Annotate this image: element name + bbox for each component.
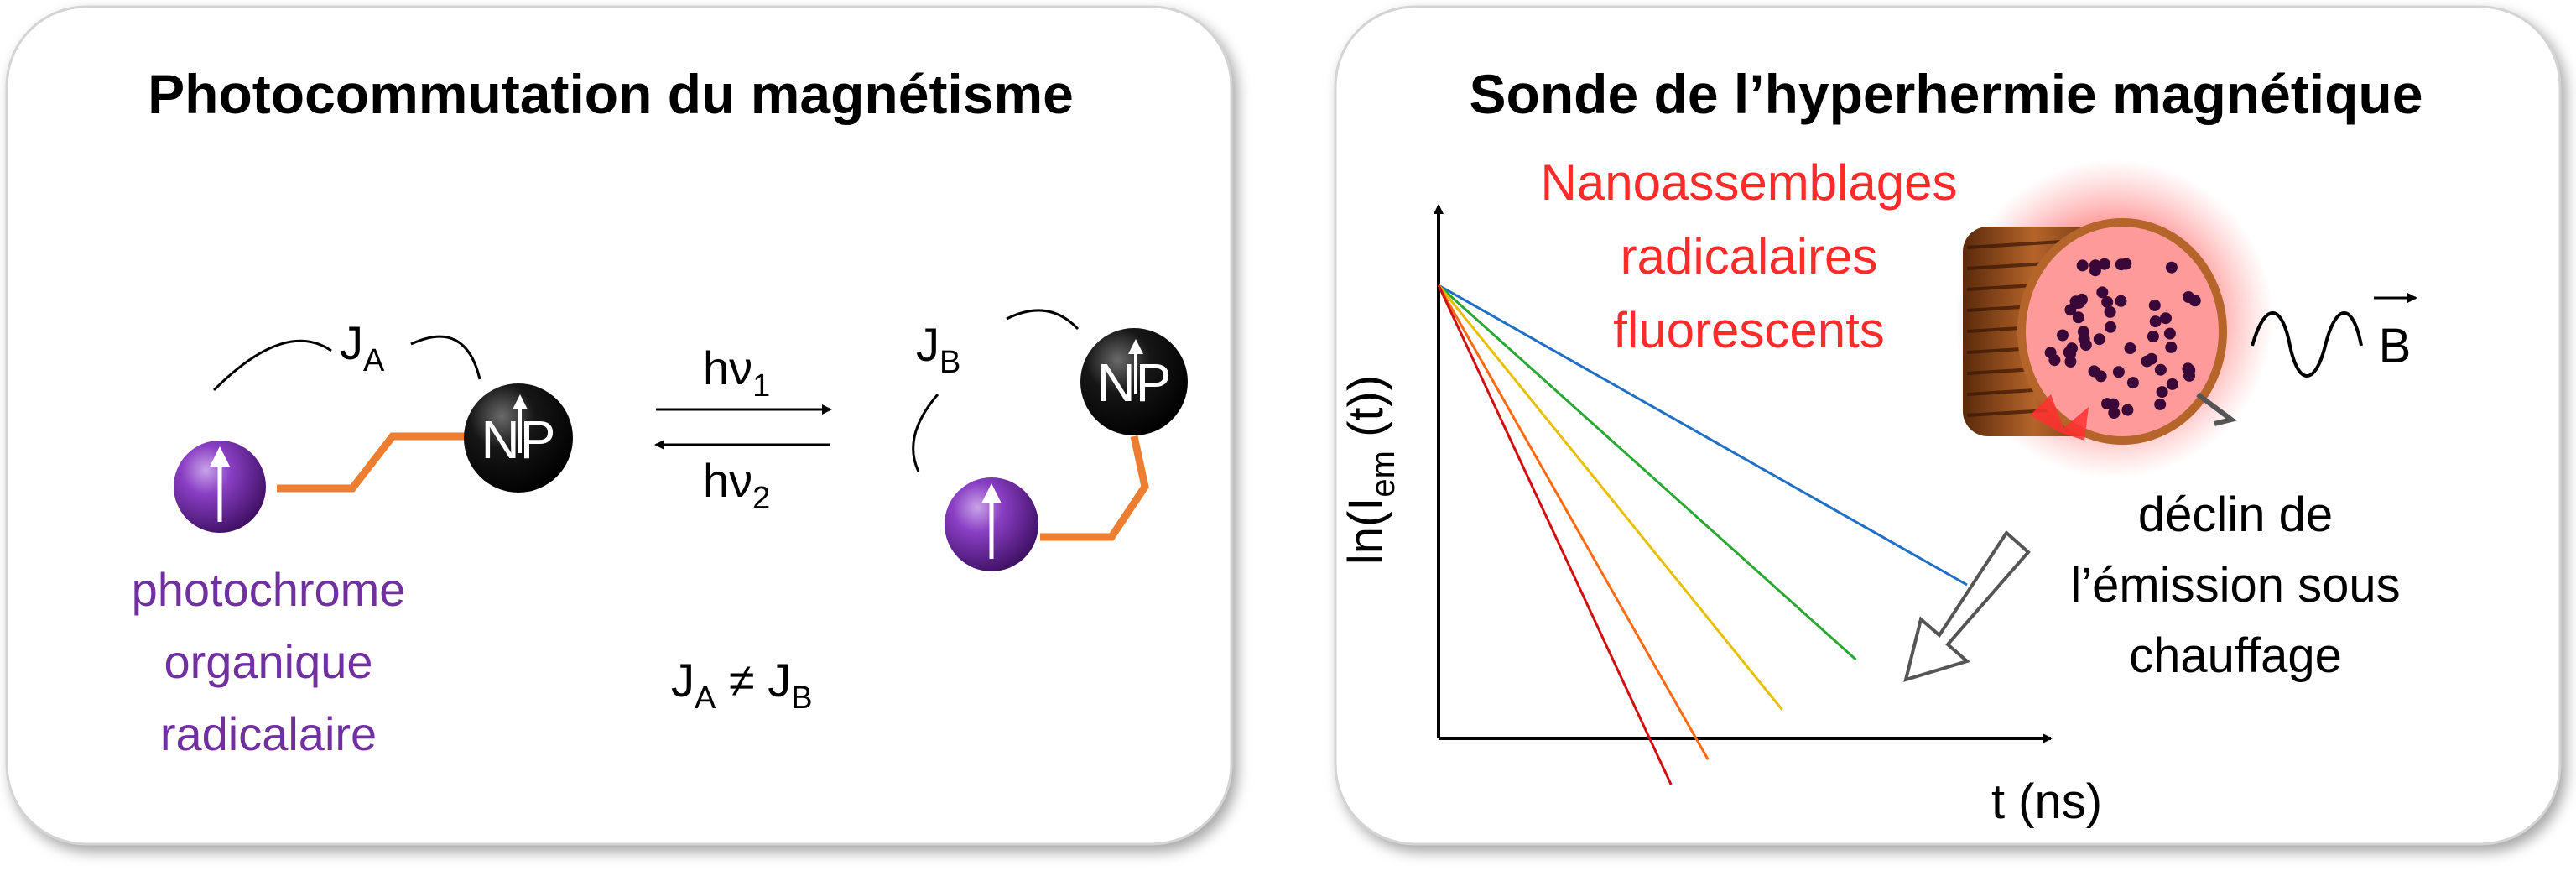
emission-arrow-small bbox=[2196, 392, 2237, 426]
particle-dot bbox=[2066, 342, 2078, 355]
particle-dot bbox=[2044, 347, 2057, 359]
right-panel-title: Sonde de l’hyperhermie magnétique bbox=[1470, 63, 2423, 125]
particle-dot bbox=[2183, 369, 2195, 382]
decay-line-1 bbox=[1438, 284, 1968, 587]
np-spin-arrowhead-b bbox=[1128, 339, 1143, 354]
particle-dot bbox=[2148, 299, 2161, 311]
decay-line-4 bbox=[1437, 284, 1710, 760]
particle-dot bbox=[2126, 377, 2139, 389]
particle-dot bbox=[2115, 295, 2127, 307]
forward-light-label: hν1 bbox=[703, 342, 770, 404]
decline-arrow bbox=[1903, 529, 2031, 682]
particle-dot bbox=[2156, 386, 2168, 399]
coupling-arc-b-left bbox=[912, 394, 939, 472]
particle-dot bbox=[2105, 321, 2117, 333]
molecule-label-line-3: radicalaire bbox=[160, 707, 377, 760]
particle-dot bbox=[2076, 259, 2089, 272]
coupling-arc-b-right bbox=[1006, 309, 1080, 331]
right-panel: Sonde de l’hyperhermie magnétique ln(Iem… bbox=[1334, 5, 2562, 846]
particle-dot bbox=[2183, 291, 2194, 303]
decline-label-line-2: l’émission sous bbox=[2070, 558, 2400, 613]
particle-dot bbox=[2101, 296, 2114, 308]
photoswitch-arrows: hν1 hν2 bbox=[654, 342, 832, 516]
left-panel-title: Photocommutation du magnétisme bbox=[148, 63, 1074, 125]
particle-dot bbox=[2107, 398, 2120, 410]
heating-coil-illustration bbox=[1954, 159, 2273, 478]
nanoassembly-label-line-2: radicalaires bbox=[1621, 228, 1878, 284]
particle-dot bbox=[2160, 312, 2172, 325]
decline-label: déclin de l’émission sous chauffage bbox=[2070, 488, 2400, 683]
particle-dot bbox=[2154, 363, 2167, 376]
particle-dot bbox=[2165, 341, 2178, 353]
left-panel: Photocommutation du magnétisme JA NP hν1 bbox=[5, 5, 1233, 846]
particle-dot bbox=[2165, 261, 2178, 274]
particle-dot bbox=[2163, 327, 2176, 340]
right-panel-frame bbox=[1334, 5, 2562, 846]
nanoassembly-label-line-1: Nanoassemblages bbox=[1541, 154, 1958, 211]
particle-dot bbox=[2147, 331, 2159, 342]
nanoassembly-label: Nanoassemblages radicalaires fluorescent… bbox=[1541, 154, 1958, 358]
reverse-light-label: hν2 bbox=[703, 454, 770, 516]
particle-dot bbox=[2166, 378, 2178, 390]
ac-field-wave-icon bbox=[2251, 311, 2363, 378]
particle-dot bbox=[2057, 329, 2069, 342]
state-a: JA NP bbox=[174, 316, 573, 533]
decay-line-2 bbox=[1437, 284, 1857, 661]
coupling-inequality: JA ≠ JB bbox=[671, 654, 813, 716]
field-label: B bbox=[2379, 319, 2412, 373]
state-b: JB NP bbox=[912, 309, 1188, 571]
coupling-label-a: JA bbox=[340, 316, 385, 378]
particle-dot bbox=[2149, 315, 2162, 328]
emission-burst bbox=[2030, 394, 2089, 441]
particle-dot bbox=[2072, 311, 2084, 324]
molecule-label-line-1: photochrome bbox=[132, 563, 406, 616]
x-axis-label: t (ns) bbox=[1991, 774, 2102, 829]
coupling-label-b: JB bbox=[916, 318, 960, 380]
coupling-arc-a-left bbox=[212, 339, 332, 392]
particle-dot bbox=[2089, 259, 2101, 272]
particle-dot bbox=[2112, 366, 2125, 378]
particle-dot bbox=[2098, 258, 2110, 270]
particle-dot bbox=[2154, 398, 2167, 410]
left-panel-frame bbox=[5, 5, 1233, 846]
decay-series bbox=[1437, 284, 1968, 785]
particle-dot bbox=[2078, 332, 2090, 345]
particle-dot bbox=[2093, 333, 2105, 346]
molecule-label-line-2: organique bbox=[164, 635, 372, 688]
particle-dot bbox=[2124, 342, 2136, 354]
particle-dot bbox=[2115, 258, 2127, 271]
decline-label-line-1: déclin de bbox=[2138, 488, 2333, 542]
decay-line-5 bbox=[1437, 284, 1673, 785]
particle-dot bbox=[2095, 370, 2107, 383]
particle-dot bbox=[2104, 305, 2116, 318]
particle-dot bbox=[2096, 286, 2109, 299]
linker-a bbox=[277, 432, 470, 493]
spin-up-arrowhead-a bbox=[210, 446, 230, 467]
particle-dot bbox=[2108, 407, 2121, 419]
molecule-label: photochrome organique radicalaire bbox=[132, 563, 406, 760]
nanoassembly-label-line-3: fluorescents bbox=[1613, 302, 1885, 358]
nanoparticle-cluster bbox=[2044, 258, 2201, 419]
decline-label-line-3: chauffage bbox=[2129, 628, 2342, 683]
coupling-arc-a-right bbox=[410, 335, 481, 380]
particle-dot bbox=[2141, 355, 2153, 368]
linker-b bbox=[1040, 435, 1149, 541]
np-spin-arrowhead-a bbox=[513, 394, 528, 409]
decay-line-3 bbox=[1437, 284, 1783, 711]
spin-up-arrowhead-b bbox=[981, 483, 1002, 503]
particle-dot bbox=[2121, 404, 2134, 416]
y-axis-label: ln(Iem (t)) bbox=[1339, 375, 1402, 565]
particle-dot bbox=[2069, 295, 2082, 308]
